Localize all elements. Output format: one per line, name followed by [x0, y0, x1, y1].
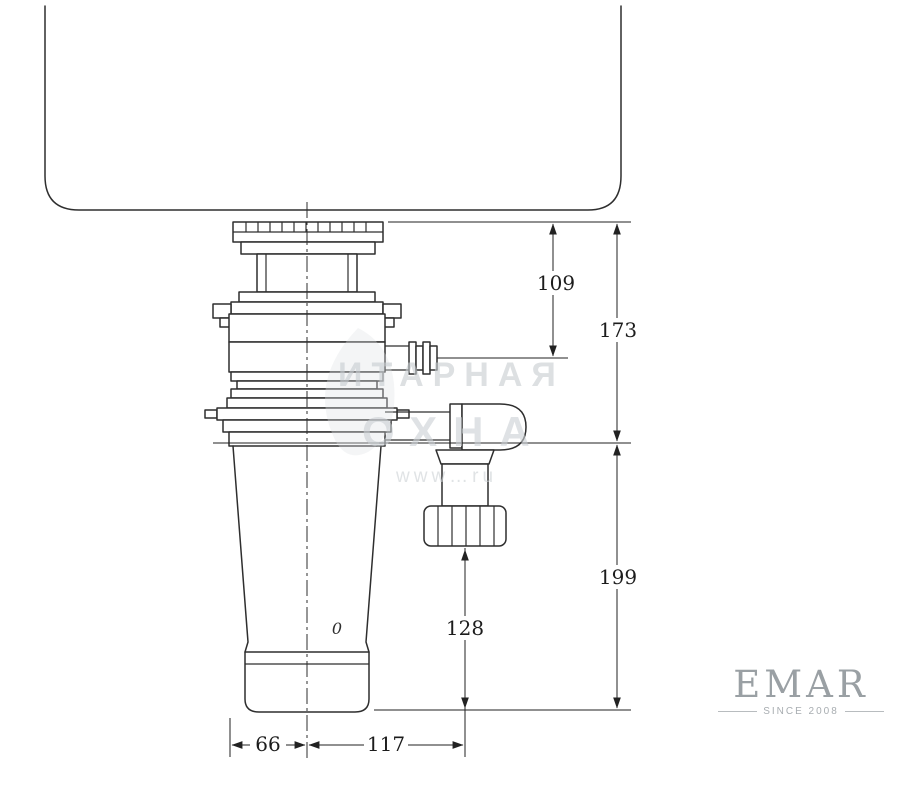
dim-label-173: 173 [599, 318, 637, 342]
watermark-shape [325, 328, 395, 456]
dim-label-66: 66 [255, 732, 280, 756]
elbow-body [461, 403, 527, 451]
dim-label-128: 128 [446, 616, 484, 640]
brand-tagline: SINCE 2008 [763, 706, 839, 717]
brand-tagline-row: SINCE 2008 [718, 706, 884, 717]
brand-name: EMAR [733, 663, 869, 706]
dishwasher-inlet [385, 341, 438, 375]
body-mark-label: 0 [332, 619, 342, 638]
tagline-rule-left [718, 711, 758, 712]
dim-label-117: 117 [367, 732, 405, 756]
dimension-lines: 109 173 199 128 66 117 [213, 221, 640, 759]
discharge-outlet [385, 403, 527, 547]
outlet-pipe [441, 463, 489, 507]
elbow-flange [435, 449, 495, 465]
brand-logo: EMAR SINCE 2008 [718, 666, 884, 717]
sink-flange-assembly [232, 221, 384, 293]
tagline-rule-right [844, 711, 884, 712]
sink-outline [44, 5, 622, 211]
dim-label-199: 199 [599, 565, 637, 589]
dim-label-109: 109 [537, 271, 575, 295]
slip-nut [423, 505, 507, 547]
